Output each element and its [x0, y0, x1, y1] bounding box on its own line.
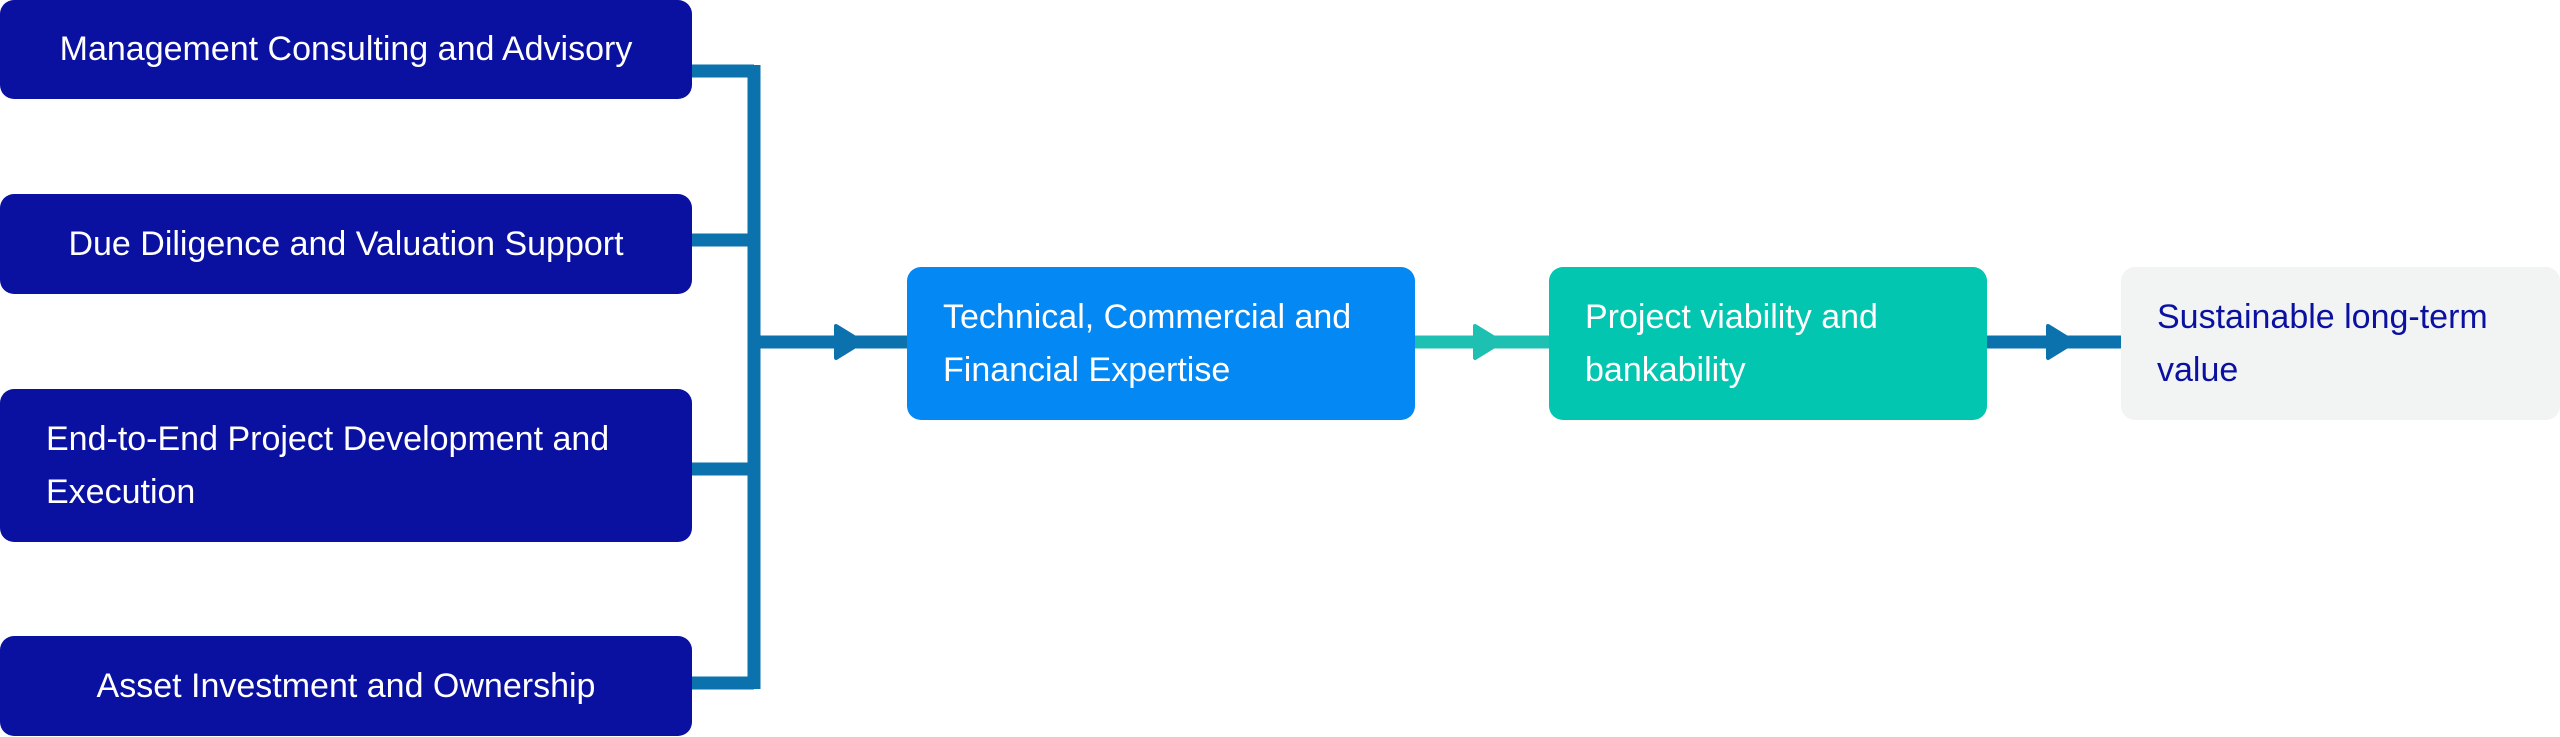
stage-label: Technical, Commercial and Financial Expe… — [943, 297, 1352, 389]
stage-viability: Project viability and bankability — [1549, 267, 1987, 420]
service-label: Management Consulting and Advisory — [59, 30, 633, 68]
stage-long-term-value: Sustainable long-term value — [2121, 267, 2560, 420]
stage-expertise: Technical, Commercial and Financial Expe… — [907, 267, 1415, 420]
service-due-diligence: Due Diligence and Valuation Support — [0, 194, 692, 294]
arrowhead-icon — [834, 324, 864, 360]
service-label: Asset Investment and Ownership — [96, 666, 596, 705]
stage-label: Project viability and bankability — [1585, 297, 1878, 389]
service-label: Due Diligence and Valuation Support — [68, 224, 624, 263]
service-label: End-to-End Project Development and Execu… — [46, 419, 610, 511]
arrowhead-icon — [1473, 324, 1503, 360]
service-management-consulting: Management Consulting and Advisory — [0, 0, 692, 99]
service-asset-investment: Asset Investment and Ownership — [0, 636, 692, 736]
service-project-development: End-to-End Project Development and Execu… — [0, 389, 692, 542]
arrowhead-icon — [2046, 324, 2076, 360]
stage-label: Sustainable long-term value — [2157, 297, 2488, 389]
